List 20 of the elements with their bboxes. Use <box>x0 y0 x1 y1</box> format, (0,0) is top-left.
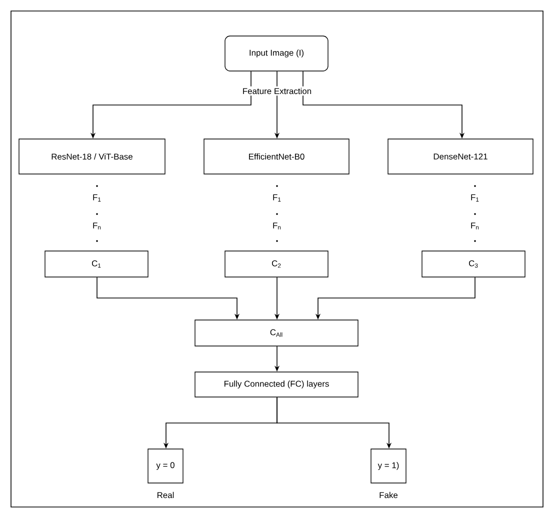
input-box: Input Image (I) <box>224 36 328 72</box>
feature-label: F$_{n}$ <box>273 222 281 230</box>
feature-label: F$_{1}$ <box>273 194 281 202</box>
output-caption: Fake <box>380 492 398 498</box>
process-box: C$_{All}$ <box>194 320 358 346</box>
process-box: EfficientNet-B0 <box>204 138 350 174</box>
process-box: ResNet-18 / ViT-Base <box>18 138 166 174</box>
output-caption: Real <box>157 492 174 498</box>
feature-label: F$_{n}$ <box>471 222 479 230</box>
feature-label: F$_{n}$ <box>93 222 101 230</box>
process-box: Fully Connected (FC) layers <box>194 372 358 398</box>
feature-label: F$_{1}$ <box>93 194 101 202</box>
process-box: C$_{3}$ <box>422 250 526 278</box>
feature-label: F$_{1}$ <box>471 194 479 202</box>
edge-label: Feature Extraction <box>240 86 314 96</box>
process-box: C$_{2}$ <box>224 250 328 278</box>
process-box: C$_{1}$ <box>44 250 148 278</box>
process-box: DenseNet-121 <box>388 138 534 174</box>
output-box: y = 1) <box>370 448 406 484</box>
output-box: y = 0 <box>148 448 184 484</box>
